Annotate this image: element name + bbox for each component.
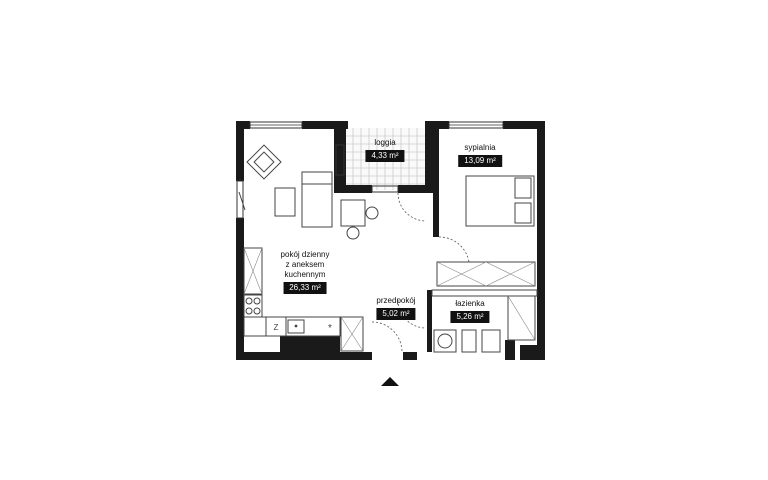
bathroom-name: łazienka (455, 299, 485, 308)
bathroom-fixtures (431, 289, 538, 353)
hallway-label: przedpokój 5,02 m² (376, 296, 416, 320)
svg-text:Z: Z (274, 323, 279, 332)
windows (236, 121, 504, 219)
entrance-arrow-icon (381, 377, 399, 386)
living-furniture (238, 144, 379, 240)
loggia-label: loggia 4,33 m² (365, 138, 405, 162)
living-name-line-1: pokój dzienny (280, 250, 330, 259)
living-name-line-2: z aneksem (285, 260, 325, 269)
walls (236, 121, 545, 360)
bedroom-area: 13,09 m² (458, 155, 502, 167)
svg-text:*: * (328, 323, 332, 334)
hallway-name: przedpokój (376, 296, 416, 305)
living-label: pokój dzienny z aneksem kuchennym 26,33 … (280, 250, 330, 294)
loggia-name: loggia (374, 138, 396, 147)
kitchen-counter: Z * (243, 247, 364, 352)
bathroom-label: łazienka 5,26 m² (450, 299, 490, 323)
hallway-area: 5,02 m² (376, 308, 416, 320)
doors (371, 192, 470, 353)
bathroom-area: 5,26 m² (450, 311, 490, 323)
bedroom-furniture (436, 175, 536, 287)
living-area: 26,33 m² (283, 282, 327, 294)
bedroom-name: sypialnia (464, 143, 496, 152)
living-name-line-3: kuchennym (284, 270, 326, 279)
loggia-area: 4,33 m² (365, 150, 405, 162)
bedroom-label: sypialnia 13,09 m² (458, 143, 502, 167)
